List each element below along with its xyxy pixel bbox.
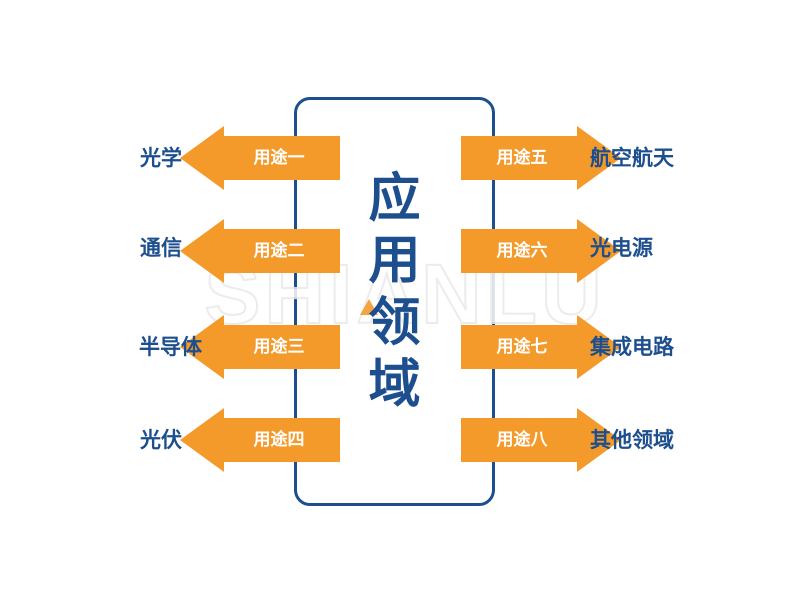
right-arrow-icon bbox=[461, 408, 621, 472]
right-arrow-icon bbox=[461, 315, 621, 379]
arrow-use-3: 用途三 bbox=[180, 315, 340, 379]
left-arrow-icon bbox=[180, 126, 340, 190]
arrow-label: 用途四 bbox=[253, 430, 305, 450]
arrow-use-7: 用途七 bbox=[461, 315, 621, 379]
left-arrow-icon bbox=[180, 315, 340, 379]
field-label-integrated-circuit: 集成电路 bbox=[590, 335, 674, 359]
left-arrow-icon bbox=[180, 219, 340, 283]
field-label-aerospace: 航空航天 bbox=[590, 146, 674, 170]
field-label-optics: 光学 bbox=[140, 146, 182, 170]
arrow-use-2: 用途二 bbox=[180, 219, 340, 283]
center-title-char: 用 bbox=[368, 231, 421, 291]
field-label-optoelectronic-power: 光电源 bbox=[590, 236, 653, 260]
arrow-label: 用途一 bbox=[253, 148, 305, 168]
left-arrow-icon bbox=[180, 408, 340, 472]
arrow-use-4: 用途四 bbox=[180, 408, 340, 472]
arrow-label: 用途八 bbox=[496, 430, 548, 450]
arrow-label: 用途六 bbox=[496, 241, 548, 261]
field-label-semiconductor: 半导体 bbox=[139, 335, 202, 359]
arrow-label: 用途三 bbox=[253, 337, 305, 357]
center-title-char: 域 bbox=[368, 355, 421, 415]
arrow-label: 用途七 bbox=[496, 337, 548, 357]
center-title-char: 领 bbox=[368, 293, 421, 353]
field-label-photovoltaic: 光伏 bbox=[140, 428, 182, 452]
right-arrow-icon bbox=[461, 219, 621, 283]
arrow-use-1: 用途一 bbox=[180, 126, 340, 190]
arrow-label: 用途五 bbox=[496, 148, 548, 168]
arrow-use-6: 用途六 bbox=[461, 219, 621, 283]
arrow-label: 用途二 bbox=[253, 241, 305, 261]
field-label-other-fields: 其他领域 bbox=[590, 428, 674, 452]
field-label-communication: 通信 bbox=[140, 236, 182, 260]
arrow-use-5: 用途五 bbox=[461, 126, 621, 190]
center-title-char: 应 bbox=[368, 169, 421, 229]
center-title: 应 用 领 域 bbox=[294, 168, 495, 416]
right-arrow-icon bbox=[461, 126, 621, 190]
arrow-use-8: 用途八 bbox=[461, 408, 621, 472]
